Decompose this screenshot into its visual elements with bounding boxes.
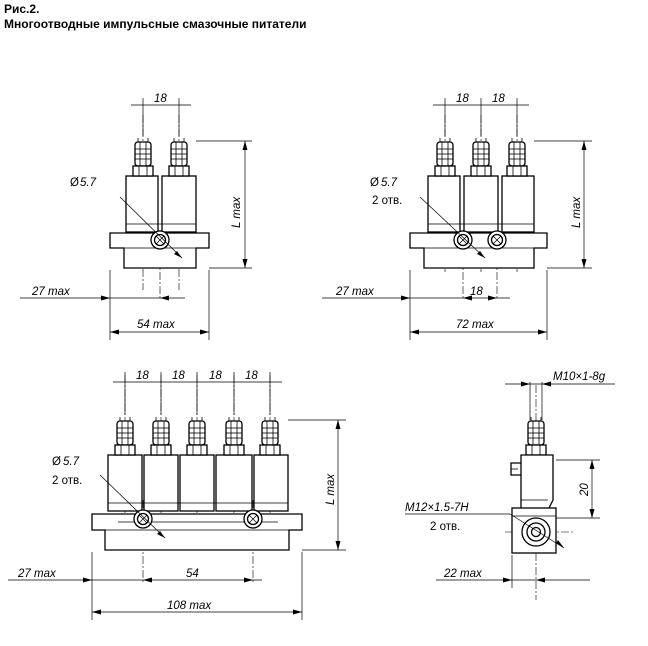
svg-text:Ø: Ø bbox=[52, 456, 61, 468]
offset-label: 27 max bbox=[31, 286, 71, 298]
height-label: L max bbox=[231, 196, 243, 228]
offset-label: 27 max bbox=[17, 568, 57, 580]
height-label: L max bbox=[325, 473, 337, 505]
view-five-outlet: 18 18 18 18 L max Ø 5.7 2 отв. 27 max 54… bbox=[8, 370, 346, 620]
figure-title: Многоотводные импульсные смазочные питат… bbox=[4, 17, 307, 31]
pitch-2-label: 18 bbox=[172, 370, 185, 382]
height-label: L max bbox=[571, 196, 583, 228]
figure-caption: Рис.2. Многоотводные импульсные смазочны… bbox=[4, 2, 306, 32]
width-label: 108 max bbox=[167, 600, 212, 612]
hole-diameter-label: 5.7 bbox=[63, 456, 80, 468]
hole-spacing-label: 18 bbox=[470, 286, 483, 298]
hole-count-label: 2 отв. bbox=[52, 475, 82, 487]
svg-text:Ø: Ø bbox=[70, 177, 79, 189]
view-two-outlet: 18 L max Ø 5.7 27 max 54 max bbox=[20, 93, 252, 340]
hole-count-label: 2 отв. bbox=[372, 195, 402, 207]
hole-diameter-label: 5.7 bbox=[80, 177, 97, 189]
pitch-4-label: 18 bbox=[245, 370, 258, 382]
pitch-1-label: 18 bbox=[456, 93, 469, 105]
offset-label: 27 max bbox=[335, 286, 375, 298]
height-20-label: 20 bbox=[579, 483, 591, 497]
hole-spacing-label: 54 bbox=[186, 568, 199, 580]
figure-number: Рис.2. bbox=[4, 2, 40, 16]
view-side: M10×1-8g 20 M12×1.5-7H 2 отв. 22 max bbox=[405, 371, 615, 600]
offset-label: 22 max bbox=[443, 568, 483, 580]
port-count-label: 2 отв. bbox=[430, 521, 460, 533]
hole-diameter-label: 5.7 bbox=[381, 177, 398, 189]
pitch-3-label: 18 bbox=[209, 370, 222, 382]
width-label: 54 max bbox=[137, 319, 176, 331]
svg-text:Ø: Ø bbox=[370, 177, 379, 189]
pitch-2-label: 18 bbox=[492, 93, 505, 105]
width-label: 72 max bbox=[456, 319, 495, 331]
pitch-1-label: 18 bbox=[136, 370, 149, 382]
pitch-label: 18 bbox=[154, 93, 167, 105]
view-three-outlet: 18 18 L max Ø 5.7 2 отв. 27 max 18 72 ma… bbox=[322, 93, 592, 340]
top-thread-label: M10×1-8g bbox=[553, 371, 606, 383]
port-thread-label: M12×1.5-7H bbox=[405, 502, 469, 514]
